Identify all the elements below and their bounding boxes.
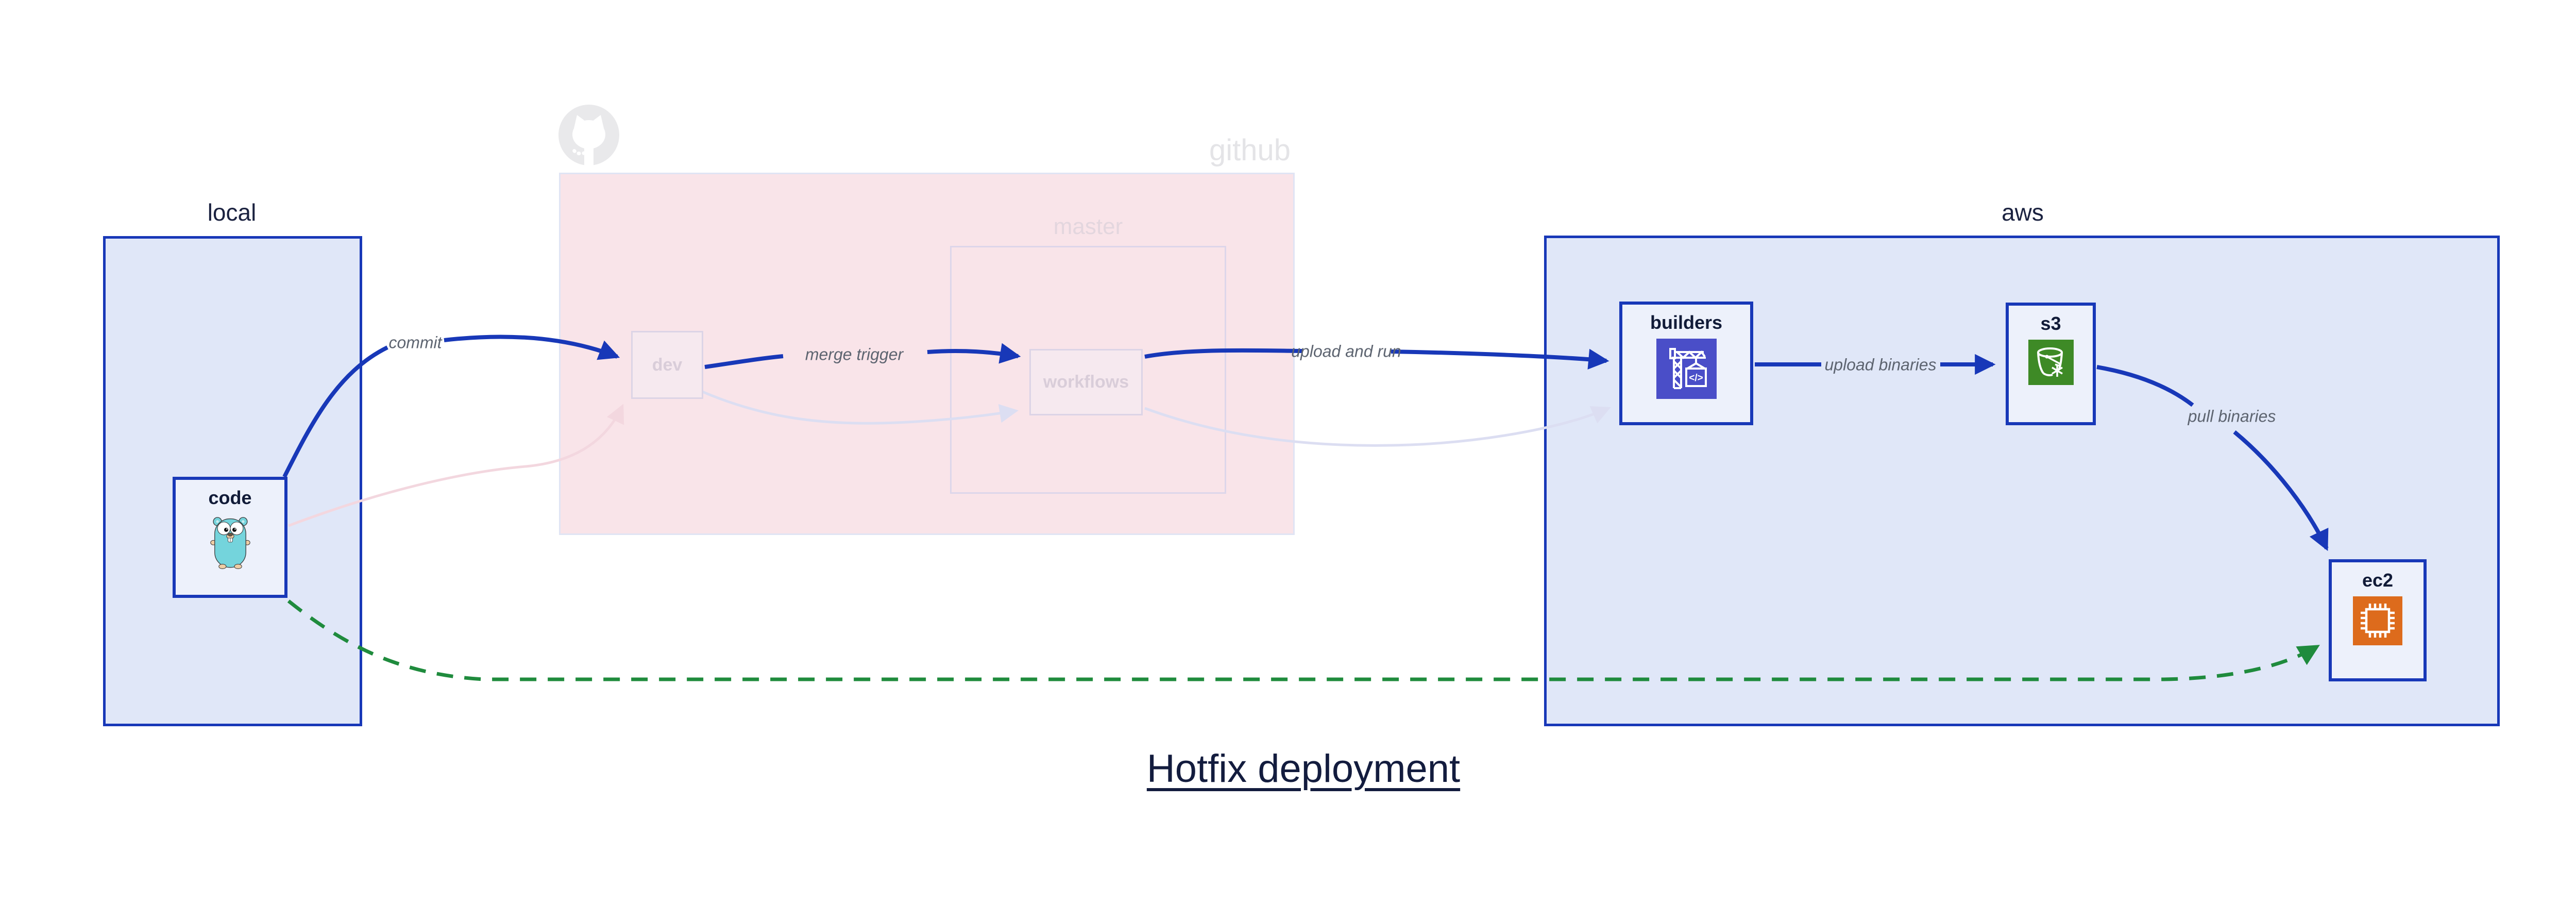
- go-gopher-icon: [210, 514, 251, 570]
- master-branch-box: [950, 246, 1226, 494]
- node-dev-label: dev: [652, 355, 683, 375]
- edge-label-upload-and-run: upload and run: [1291, 342, 1401, 361]
- node-code: code: [173, 477, 287, 598]
- local-group-label: local: [207, 199, 257, 226]
- github-octocat-icon: [558, 105, 619, 165]
- edge-dev-to-workflows-faded: [696, 388, 1019, 425]
- node-ec2-label: ec2: [2362, 570, 2394, 591]
- aws-ec2-icon: [2353, 596, 2402, 645]
- edge-pull-binaries-seg2: [2233, 430, 2329, 551]
- svg-text:</>: </>: [1689, 373, 1703, 383]
- node-dev: dev: [631, 331, 703, 399]
- node-code-label: code: [208, 487, 252, 508]
- edge-label-upload-binaries: upload binaries: [1824, 355, 1937, 374]
- edge-merge-trigger-seg2: [927, 343, 1021, 364]
- node-builders-label: builders: [1650, 312, 1723, 333]
- edge-hotfix-dashed: [287, 599, 2320, 681]
- edge-label-commit: commit: [388, 333, 442, 352]
- node-s3: s3: [2006, 303, 2096, 425]
- diagram-title: Hotfix deployment: [1146, 747, 1461, 791]
- edge-workflows-to-builders-faded: [1144, 406, 1611, 447]
- edge-code-to-dev-faded: [288, 404, 624, 527]
- node-s3-label: s3: [2040, 313, 2061, 334]
- aws-group-label: aws: [2002, 199, 2044, 226]
- node-builders: builders </>: [1619, 302, 1753, 425]
- node-workflows: workflows: [1029, 349, 1143, 415]
- master-branch-label: master: [1053, 214, 1123, 239]
- edge-label-merge-trigger: merge trigger: [805, 345, 904, 364]
- node-workflows-label: workflows: [1043, 372, 1129, 392]
- edge-upload-and-run-seg1: [1144, 348, 1303, 359]
- aws-codebuild-icon: </>: [1656, 339, 1717, 399]
- node-ec2: ec2: [2329, 559, 2427, 681]
- edge-label-pull-binaries: pull binaries: [2188, 407, 2276, 426]
- edge-commit-seg1: [282, 345, 388, 478]
- edge-upload-and-run-seg2: [1391, 348, 1609, 370]
- aws-s3-icon: [2028, 340, 2074, 385]
- edge-pull-binaries-seg1: [2096, 365, 2194, 407]
- edge-merge-trigger-seg1: [704, 354, 784, 369]
- edge-commit-seg2: [444, 335, 620, 360]
- github-group-label: github: [1209, 133, 1291, 167]
